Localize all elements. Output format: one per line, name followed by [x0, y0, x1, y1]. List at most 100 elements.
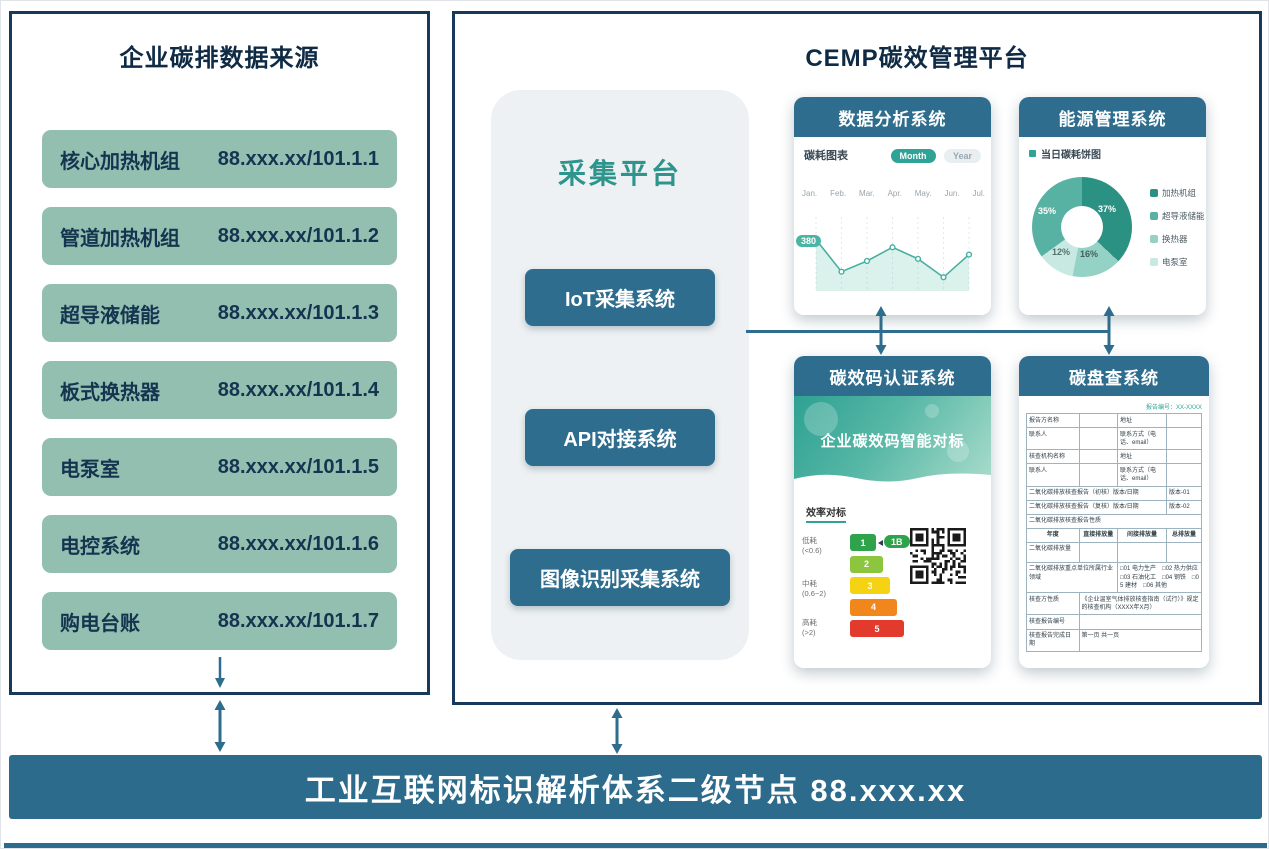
- pie-chart-title: 当日碳耗饼图: [1041, 150, 1101, 161]
- down-arrow-icon: [215, 657, 225, 688]
- data-analysis-header: 数据分析系统: [794, 97, 991, 137]
- inventory-cell: 二氧化碳排放量: [1026, 541, 1080, 563]
- inventory-cell: 联系人: [1026, 427, 1080, 451]
- inventory-cell: [1166, 412, 1202, 429]
- bottom-edge-strip: [4, 843, 1267, 848]
- energy-management-header: 能源管理系统: [1019, 97, 1206, 137]
- right-panel-title: CEMP碳效管理平台: [805, 45, 1029, 72]
- source-item: 电控系统 88.xxx.xx/101.1.6: [42, 515, 397, 573]
- legend-label: 超导液储能: [1162, 211, 1205, 221]
- scale-label-low: 低耗(<0.6): [802, 536, 822, 555]
- carbon-code-header: 碳效码认证系统: [794, 356, 991, 396]
- efficiency-grade-badge: 1B: [884, 535, 910, 548]
- carbon-inventory-body: 报告编号：XX-XXXX 报告方名称地址联系人联系方式（电话、email）核查机…: [1019, 396, 1209, 668]
- carbon-code-body: 企业碳效码智能对标 效率对标 低耗(<0.6) 中耗(0.6~2) 高耗(>2)…: [794, 396, 991, 668]
- source-label: 超导液储能: [60, 304, 160, 327]
- inventory-row: 联系人 联系方式（电话、email）: [1026, 463, 1202, 487]
- inventory-cell: 二氧化碳排放重点单位所属行业领域: [1026, 561, 1118, 594]
- double-arrow-icon: [214, 700, 226, 752]
- carbon-code-certification-card: 碳效码认证系统 企业碳效码智能对标 效率对标 低耗(<0.6) 中耗(0.6~2…: [794, 356, 991, 668]
- month-tick: Feb.: [830, 189, 847, 198]
- carbon-donut-chart: [1032, 177, 1132, 277]
- inventory-cell: 间接排放量: [1117, 527, 1167, 543]
- legend-label: 电泵室: [1162, 257, 1188, 267]
- inventory-row: 核查方性质《企业温室气体排放核查指南（试行）》规定的核查机构（XXXX年X月）: [1026, 592, 1202, 616]
- inventory-row: 核查报告完成日期第一页 共一页: [1026, 628, 1202, 652]
- source-id-code: 88.xxx.xx/101.1.7: [217, 609, 379, 632]
- carbon-inventory-header: 碳盘查系统: [1019, 356, 1209, 396]
- source-id-code: 88.xxx.xx/101.1.2: [217, 224, 379, 247]
- source-item: 电泵室 88.xxx.xx/101.1.5: [42, 438, 397, 496]
- inventory-cell: [1117, 541, 1167, 563]
- iot-collection-button: IoT采集系统: [525, 269, 715, 326]
- source-label: 板式换热器: [60, 381, 160, 404]
- energy-management-body: 当日碳耗饼图 37% 35% 16% 12% 加热机组 超导液储能: [1019, 137, 1206, 315]
- inventory-cell: 核查报告编号: [1026, 614, 1080, 630]
- efficiency-benchmark-label: 效率对标: [806, 504, 846, 523]
- inventory-row: 二氧化碳排放量: [1026, 541, 1202, 563]
- secondary-node-bar: 工业互联网标识解析体系二级节点 88.xxx.xx: [9, 755, 1262, 819]
- legend-swatch: [1150, 212, 1158, 220]
- inventory-cell: 联系方式（电话、email）: [1117, 463, 1167, 487]
- inventory-cell: [1078, 614, 1202, 630]
- inventory-cell: 核查机构名称: [1026, 449, 1080, 465]
- inventory-cell: 联系方式（电话、email）: [1117, 427, 1167, 451]
- source-id-code: 88.xxx.xx/101.1.1: [217, 147, 379, 170]
- inventory-cell: 联系人: [1026, 463, 1080, 487]
- source-label: 电泵室: [60, 458, 120, 481]
- double-arrow-icon: [1103, 306, 1115, 355]
- inventory-row: 核查机构名称地址: [1026, 449, 1202, 465]
- badge-pointer-icon: [878, 540, 883, 546]
- right-panel-cemp-platform: CEMP碳效管理平台 采集平台 IoT采集系统 API对接系统 图像识别采集系统…: [452, 11, 1262, 705]
- source-item: 核心加热机组 88.xxx.xx/101.1.1: [42, 130, 397, 188]
- inventory-cell: 报告方名称: [1026, 412, 1080, 429]
- energy-management-card: 能源管理系统 当日碳耗饼图 37% 35% 16% 12% 加热机组: [1019, 97, 1206, 315]
- scale-label-high: 高耗(>2): [802, 618, 817, 637]
- efficiency-level-bar: 1: [850, 534, 876, 551]
- inventory-cell: 地址: [1117, 412, 1167, 429]
- source-label: 核心加热机组: [60, 150, 180, 173]
- source-id-code: 88.xxx.xx/101.1.6: [217, 532, 379, 555]
- inventory-cell: 直接排放量: [1078, 527, 1118, 543]
- carbon-inventory-card: 碳盘查系统 报告编号：XX-XXXX 报告方名称地址联系人联系方式（电话、ema…: [1019, 356, 1209, 668]
- month-tick: Jun.: [944, 189, 960, 198]
- inventory-cell: [1078, 412, 1118, 429]
- inventory-cell: 版本-02: [1166, 499, 1202, 515]
- efficiency-level-bar: 3: [850, 577, 890, 594]
- inventory-cell: [1166, 463, 1202, 487]
- inventory-cell: 核查方性质: [1026, 592, 1080, 616]
- secondary-node-text: 工业互联网标识解析体系二级节点 88.xxx.xx: [304, 772, 967, 808]
- month-tick: May.: [914, 189, 932, 198]
- data-analysis-card: 数据分析系统 碳耗图表 Month Year Jan. Feb. Mar. Ap…: [794, 97, 991, 315]
- inventory-cell: [1166, 449, 1202, 465]
- inventory-cell: [1078, 449, 1118, 465]
- month-axis-labels: Jan. Feb. Mar. Apr. May. Jun. Jul.: [802, 189, 985, 198]
- collection-platform: 采集平台 IoT采集系统 API对接系统 图像识别采集系统: [491, 90, 749, 660]
- api-integration-button: API对接系统: [525, 409, 715, 466]
- chart-period-toggle: Month Year: [890, 146, 981, 164]
- chart-value-badge: 380: [796, 235, 822, 247]
- month-toggle-button[interactable]: Month: [890, 149, 936, 163]
- legend-swatch: [1150, 189, 1158, 197]
- inventory-cell: 二氧化碳排放核查报告（复核）版本/日期: [1026, 499, 1167, 515]
- left-panel-title: 企业碳排数据来源: [119, 45, 320, 72]
- line-chart-title: 碳耗图表: [804, 150, 848, 162]
- month-tick: Jul.: [972, 189, 985, 198]
- pie-percent-label: 35%: [1038, 206, 1057, 216]
- source-id-code: 88.xxx.xx/101.1.3: [217, 301, 379, 324]
- efficiency-level-bar: 5: [850, 620, 904, 637]
- inventory-row: 年度直接排放量间接排放量总排放量: [1026, 527, 1202, 543]
- inventory-cell: 总排放量: [1166, 527, 1202, 543]
- banner-title: 企业碳效码智能对标: [820, 432, 965, 450]
- legend-item: 超导液储能: [1150, 210, 1205, 222]
- inventory-cell: [1166, 427, 1202, 451]
- inventory-row: 联系人 联系方式（电话、email）: [1026, 427, 1202, 451]
- inventory-row: 二氧化碳排放重点单位所属行业领域□01 电力生产 □02 热力供应 □03 石油…: [1026, 561, 1204, 594]
- year-toggle-button[interactable]: Year: [943, 149, 981, 163]
- wave-decoration: [794, 473, 991, 484]
- source-label: 电控系统: [60, 535, 140, 558]
- inventory-row: 报告方名称 地址: [1026, 412, 1202, 429]
- inventory-row: 核查报告编号: [1026, 614, 1202, 630]
- double-arrow-icon: [875, 306, 887, 355]
